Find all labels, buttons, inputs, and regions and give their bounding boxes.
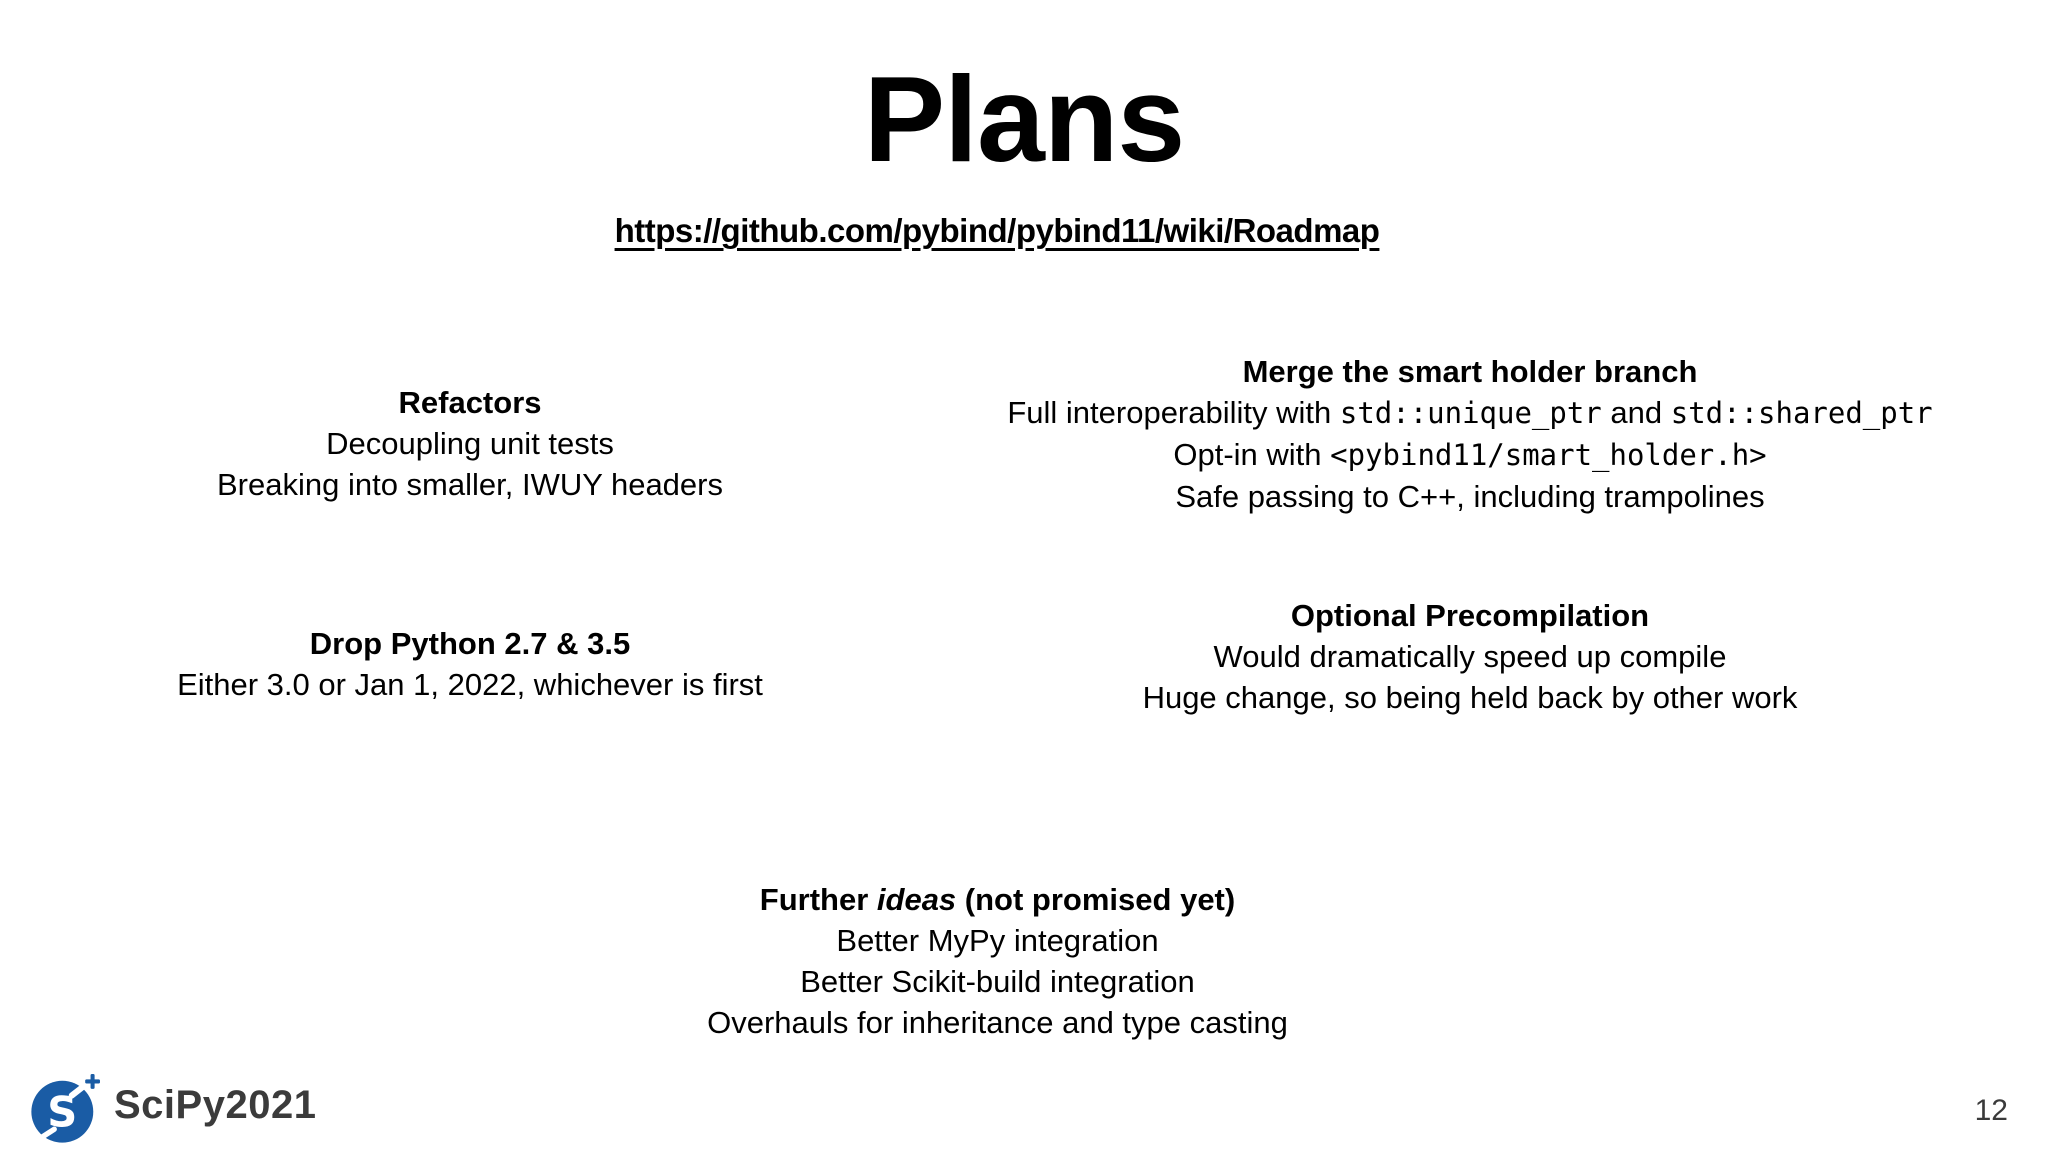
text-segment: and bbox=[1601, 395, 1671, 430]
smart-holder-line: Full interoperability with std::unique_p… bbox=[900, 392, 2040, 434]
scipy-logo-text: SciPy2021 bbox=[114, 1082, 317, 1127]
smart-holder-block: Merge the smart holder branch Full inter… bbox=[900, 351, 2040, 517]
code-shared-ptr: std::shared_ptr bbox=[1670, 396, 1933, 430]
scipy-logo-icon: S bbox=[31, 1074, 100, 1143]
logo-plus-sparkle bbox=[85, 1074, 100, 1089]
drop-python-block: Drop Python 2.7 & 3.5 Either 3.0 or Jan … bbox=[90, 623, 850, 705]
roadmap-link[interactable]: https://github.com/pybind/pybind11/wiki/… bbox=[614, 212, 1380, 249]
text-segment: Full interoperability with bbox=[1007, 395, 1340, 430]
further-ideas-line: Overhauls for inheritance and type casti… bbox=[707, 1005, 1288, 1040]
text-segment: Opt-in with bbox=[1173, 437, 1331, 472]
text-segment-italic: ideas bbox=[876, 882, 957, 917]
footer-logo: S SciPy2021 bbox=[30, 1070, 316, 1144]
code-smart-holder-header: <pybind11/smart_holder.h> bbox=[1330, 438, 1767, 472]
text-segment: Further bbox=[759, 882, 877, 917]
roadmap-link-row: https://github.com/pybind/pybind11/wiki/… bbox=[597, 212, 1397, 250]
further-ideas-block: Further ideas (not promised yet) Better … bbox=[590, 879, 1405, 1043]
page-number: 12 bbox=[1974, 1094, 2008, 1127]
text-segment: (not promised yet) bbox=[956, 882, 1236, 917]
smart-holder-line: Opt-in with <pybind11/smart_holder.h> bbox=[900, 434, 2040, 476]
drop-python-heading: Drop Python 2.7 & 3.5 bbox=[309, 626, 631, 661]
refactors-line: Decoupling unit tests bbox=[326, 426, 614, 461]
code-unique-ptr: std::unique_ptr bbox=[1339, 396, 1602, 430]
precompilation-line: Would dramatically speed up compile bbox=[1213, 639, 1727, 674]
smart-holder-line: Safe passing to C++, including trampolin… bbox=[1175, 479, 1765, 514]
slide-title: Plans bbox=[863, 51, 1186, 187]
precompilation-line: Huge change, so being held back by other… bbox=[1142, 680, 1798, 715]
refactors-heading: Refactors bbox=[398, 385, 542, 420]
further-ideas-line: Better MyPy integration bbox=[836, 923, 1159, 958]
drop-python-line: Either 3.0 or Jan 1, 2022, whichever is … bbox=[177, 667, 763, 702]
further-ideas-heading: Further ideas (not promised yet) bbox=[590, 879, 1405, 920]
refactors-block: Refactors Decoupling unit tests Breaking… bbox=[140, 382, 800, 505]
precompilation-heading: Optional Precompilation bbox=[1290, 598, 1650, 633]
refactors-line: Breaking into smaller, IWUY headers bbox=[217, 467, 723, 502]
further-ideas-line: Better Scikit-build integration bbox=[800, 964, 1195, 999]
smart-holder-heading: Merge the smart holder branch bbox=[1242, 354, 1698, 389]
precompilation-block: Optional Precompilation Would dramatical… bbox=[1020, 595, 1920, 718]
